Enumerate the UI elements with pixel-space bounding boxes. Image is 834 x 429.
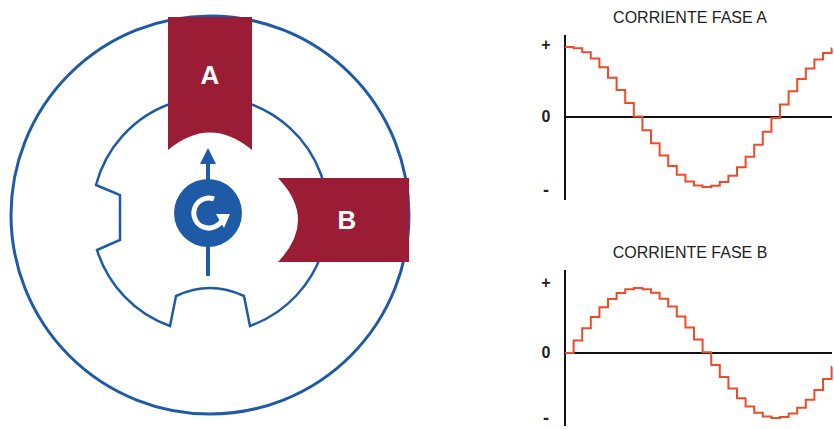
stator-housing	[11, 16, 409, 414]
axis-sign: -	[543, 409, 549, 427]
rotor	[174, 179, 242, 247]
axis-sign: -	[543, 181, 549, 199]
axis-zero: 0	[542, 109, 551, 125]
rotation-arrowhead	[216, 214, 230, 228]
rotor-arrowhead	[200, 148, 216, 164]
axis-b-vertical	[564, 270, 566, 426]
axis-b-zero	[565, 352, 832, 354]
pole-fill	[168, 17, 252, 150]
rotation-symbol	[194, 198, 223, 228]
pole-label: A	[201, 62, 220, 88]
pole-label: B	[338, 207, 357, 233]
phase-b-current-wave	[565, 288, 832, 418]
pole-fill	[278, 178, 409, 262]
chart-title: CORRIENTE FASE A	[613, 10, 767, 26]
phase-b-pole: B	[278, 178, 409, 262]
axis-zero: 0	[542, 345, 551, 361]
axis-a-zero	[565, 116, 832, 118]
chart-title: CORRIENTE FASE B	[613, 245, 768, 261]
axis-sign: +	[541, 275, 550, 291]
phase-a-current-wave	[565, 47, 832, 187]
axis-sign: +	[541, 37, 550, 53]
phase-a-pole: A	[168, 17, 252, 150]
